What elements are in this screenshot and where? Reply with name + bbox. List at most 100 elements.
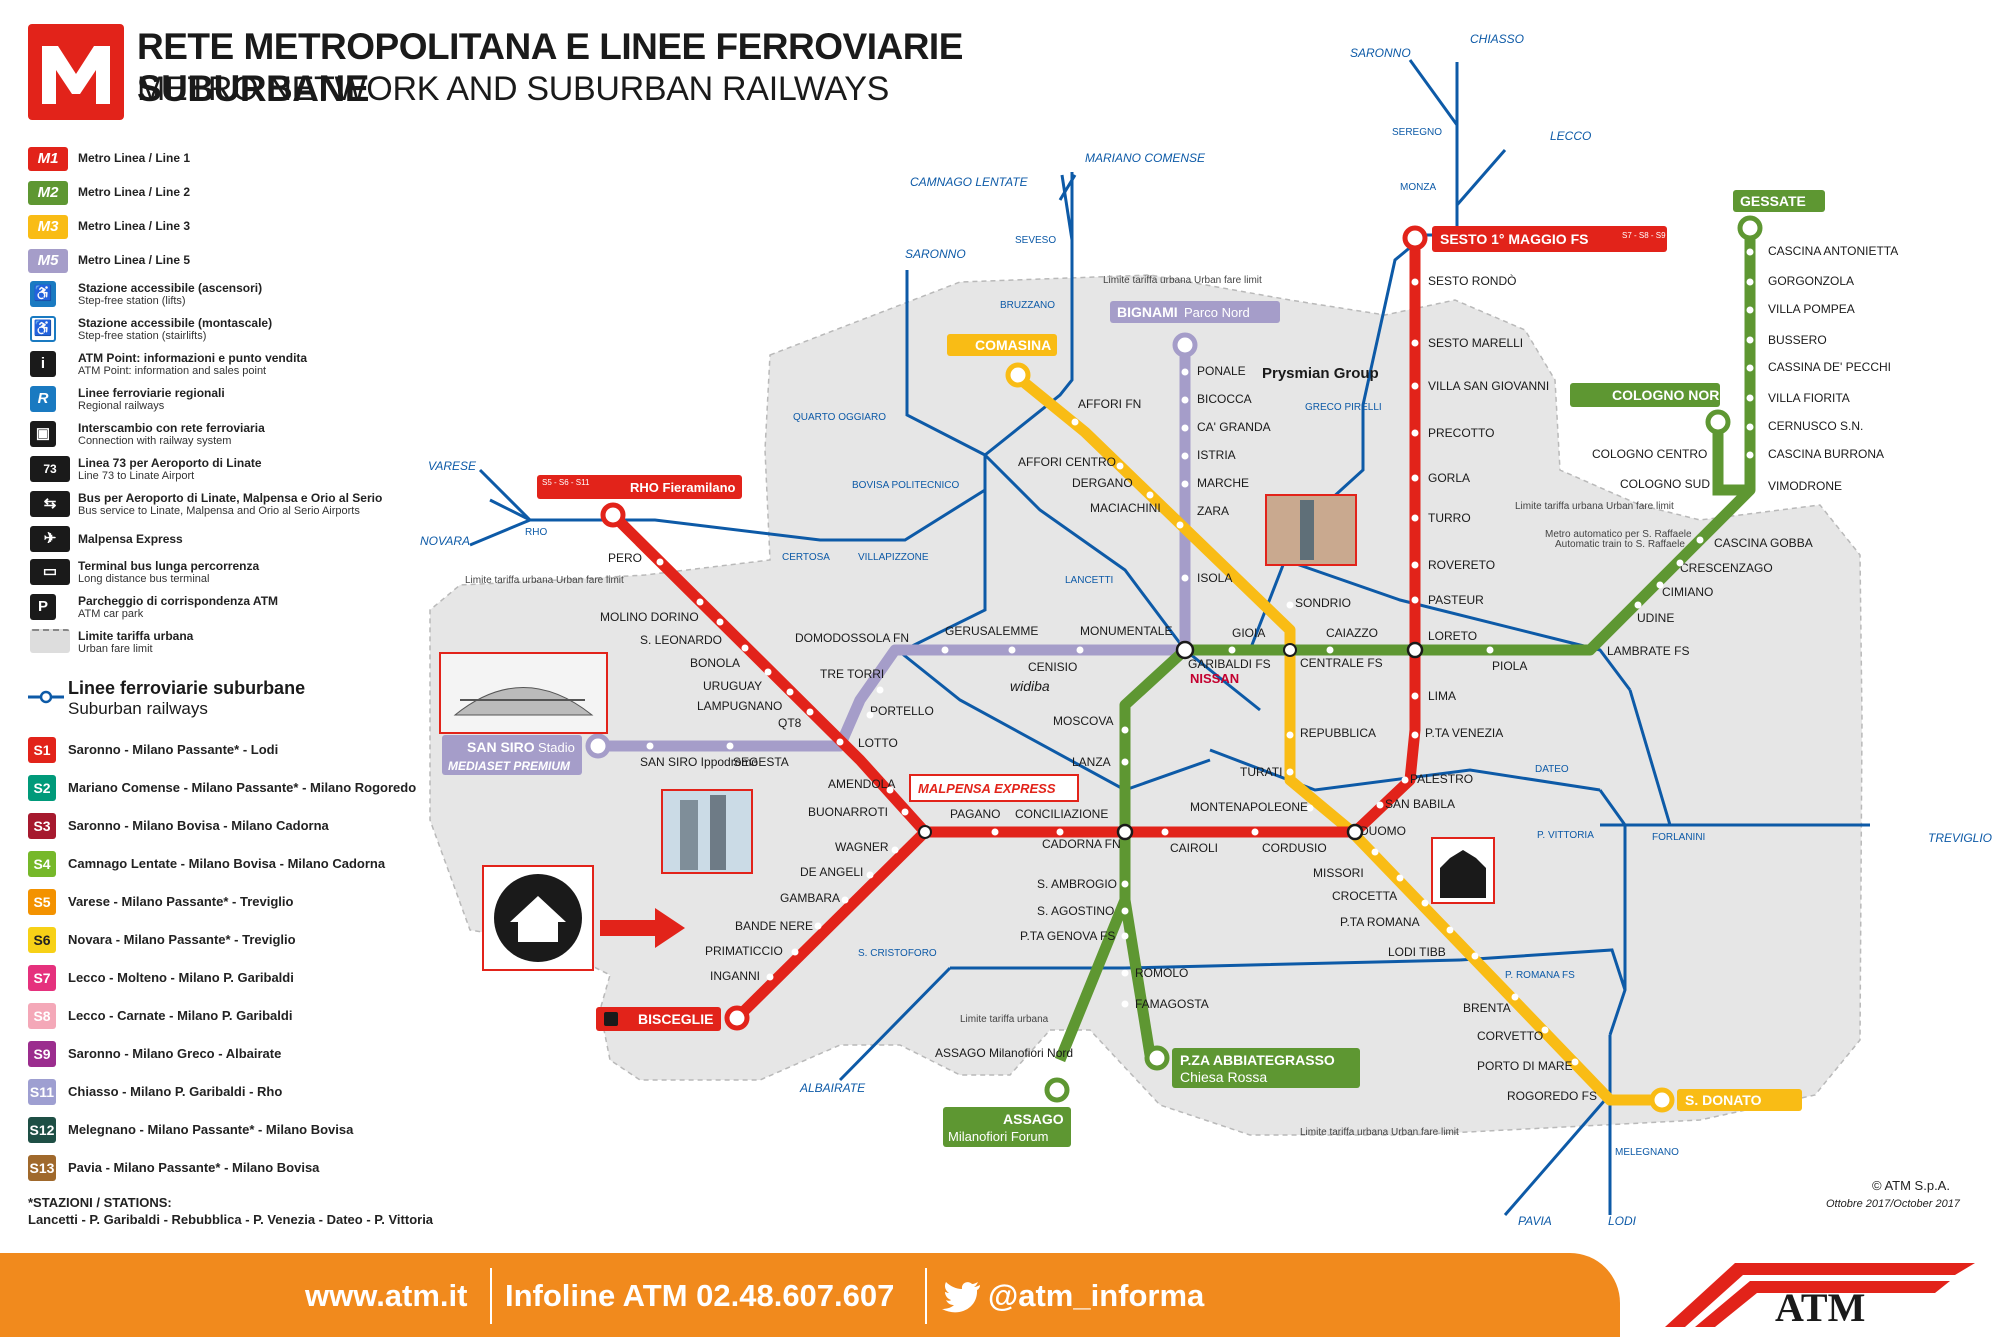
station-udine[interactable]: UDINE	[1637, 611, 1674, 625]
station-rho[interactable]: RHO	[525, 527, 547, 538]
twitter-handle[interactable]: @atm_informa	[988, 1278, 1205, 1313]
station-gorla[interactable]: GORLA	[1428, 471, 1470, 485]
m2-terminal-label-assago[interactable]: ASSAGO Milanofiori Forum	[943, 1107, 1071, 1147]
station-melegnano[interactable]: MELEGNANO	[1615, 1147, 1679, 1158]
station-repubblica[interactable]: REPUBBLICA	[1300, 726, 1376, 740]
station-bruzzano[interactable]: BRUZZANO	[1000, 300, 1055, 311]
station-uruguay[interactable]: URUGUAY	[703, 679, 762, 693]
terminal-bignami[interactable]	[1172, 332, 1198, 358]
station-romolo[interactable]: ROMOLO	[1135, 966, 1188, 980]
m1-terminal-label-sesto[interactable]: SESTO 1° MAGGIO FS S7 - S8 - S9 - S11	[1432, 226, 1687, 252]
terminal-bisceglie[interactable]	[724, 1005, 750, 1031]
m1-terminal-label-rho[interactable]: RHO Fieramilano S5 - S6 - S11	[537, 475, 742, 499]
terminal-sesto[interactable]	[1402, 225, 1428, 251]
station-bovisa-politecnico[interactable]: BOVISA POLITECNICO	[852, 480, 959, 491]
station-villa-pompea[interactable]: VILLA POMPEA	[1768, 302, 1855, 316]
station-cimiano[interactable]: CIMIANO	[1662, 585, 1713, 599]
station-lancetti[interactable]: LANCETTI	[1065, 575, 1113, 586]
station-gerusalemme[interactable]: GERUSALEMME	[945, 624, 1038, 638]
interchange-garibaldi[interactable]	[1175, 640, 1195, 660]
station-istria[interactable]: ISTRIA	[1197, 448, 1236, 462]
station-buonarroti[interactable]: BUONARROTI	[808, 805, 888, 819]
station-p-vittoria[interactable]: P. VITTORIA	[1537, 830, 1594, 841]
station-dergano[interactable]: DERGANO	[1072, 476, 1133, 490]
m1-terminal-label-bisceglie[interactable]: BISCEGLIE	[596, 1007, 721, 1031]
station-ca-granda[interactable]: CA' GRANDA	[1197, 420, 1271, 434]
station-inganni[interactable]: INGANNI	[710, 969, 760, 983]
station-de-angeli[interactable]: DE ANGELI	[800, 865, 863, 879]
station-maciachini[interactable]: MACIACHINI	[1090, 501, 1161, 515]
station-greco-pirelli[interactable]: GRECO PIRELLI	[1305, 402, 1382, 413]
station-quarto-oggiaro[interactable]: QUARTO OGGIARO	[793, 412, 886, 423]
station-dateo[interactable]: DATEO	[1535, 764, 1569, 775]
terminal-cologno[interactable]	[1705, 409, 1731, 435]
m2-terminal-label-gessate[interactable]: GESSATE	[1733, 190, 1825, 212]
station-palestro[interactable]: PALESTRO	[1410, 772, 1473, 786]
station-villa-fiorita[interactable]: VILLA FIORITA	[1768, 391, 1850, 405]
station-bonola[interactable]: BONOLA	[690, 656, 740, 670]
m3-terminal-label-comasina[interactable]: COMASINA	[947, 334, 1057, 356]
terminal-abbiategrasso[interactable]	[1144, 1045, 1170, 1071]
station-tre-torri[interactable]: TRE TORRI	[820, 667, 884, 681]
station-san-babila[interactable]: SAN BABILA	[1385, 797, 1455, 811]
station-caiazzo[interactable]: CAIAZZO	[1326, 626, 1378, 640]
station-villa-san-giovanni[interactable]: VILLA SAN GIOVANNI	[1428, 379, 1549, 393]
interchange-cadorna[interactable]	[1116, 823, 1134, 841]
station-bande-nere[interactable]: BANDE NERE	[735, 919, 813, 933]
station-moscova[interactable]: MOSCOVA	[1053, 714, 1113, 728]
station-centrale-fs[interactable]: CENTRALE FS	[1300, 656, 1383, 670]
station-ponale[interactable]: PONALE	[1197, 364, 1246, 378]
station-duomo[interactable]: DUOMO	[1360, 824, 1406, 838]
station-isola[interactable]: ISOLA	[1197, 571, 1232, 585]
station-brenta[interactable]: BRENTA	[1463, 1001, 1511, 1015]
station-piola[interactable]: PIOLA	[1492, 659, 1527, 673]
station-domodossola-fn[interactable]: DOMODOSSOLA FN	[795, 631, 909, 645]
station-gambara[interactable]: GAMBARA	[780, 891, 840, 905]
m5-terminal-label-sansiro[interactable]: SAN SIRO Stadio MEDIASET PREMIUM	[442, 735, 582, 775]
station-lotto[interactable]: LOTTO	[858, 736, 898, 750]
station-pta-venezia[interactable]: P.TA VENEZIA	[1425, 726, 1503, 740]
interchange-pagano[interactable]	[918, 825, 932, 839]
interchange-centrale[interactable]	[1283, 643, 1297, 657]
station-certosa[interactable]: CERTOSA	[782, 552, 830, 563]
website-link[interactable]: www.atm.it	[305, 1278, 468, 1313]
m2-terminal-label-cologno[interactable]: COLOGNO NORD	[1570, 383, 1729, 407]
station-assago-milanofiori-nord[interactable]: ASSAGO Milanofiori Nord	[935, 1046, 1073, 1060]
station-amendola[interactable]: AMENDOLA	[828, 777, 895, 791]
station-conciliazione[interactable]: CONCILIAZIONE	[1015, 807, 1108, 821]
station-seregno[interactable]: SEREGNO	[1392, 127, 1442, 138]
m2-terminal-label-abbiategrasso[interactable]: P.ZA ABBIATEGRASSO Chiesa Rossa	[1172, 1048, 1360, 1088]
station-pta-genova-fs[interactable]: P.TA GENOVA FS	[1020, 929, 1115, 943]
station-seveso[interactable]: SEVESO	[1015, 235, 1056, 246]
station-montenapoleone[interactable]: MONTENAPOLEONE	[1190, 800, 1308, 814]
station-rovereto[interactable]: ROVERETO	[1428, 558, 1495, 572]
station-cordusio[interactable]: CORDUSIO	[1262, 841, 1327, 855]
station-crescenzago[interactable]: CRESCENZAGO	[1680, 561, 1773, 575]
station-qt8[interactable]: QT8	[778, 716, 802, 730]
station-cologno-centro[interactable]: COLOGNO CENTRO	[1592, 447, 1707, 461]
m3-terminal-label-sandonato[interactable]: S. DONATO	[1677, 1089, 1802, 1111]
interchange-loreto[interactable]	[1406, 641, 1424, 659]
station-molino-dorino[interactable]: MOLINO DORINO	[600, 610, 699, 624]
station-marche[interactable]: MARCHE	[1197, 476, 1249, 490]
station-p-romana-fs[interactable]: P. ROMANA FS	[1505, 970, 1575, 981]
station-porto-di-mare[interactable]: PORTO DI MARE	[1477, 1059, 1573, 1073]
station-turati[interactable]: TURATI	[1240, 765, 1282, 779]
station-rogoredo-fs[interactable]: ROGOREDO FS	[1507, 1089, 1597, 1103]
station-cologno-sud[interactable]: COLOGNO SUD	[1620, 477, 1710, 491]
station-lanza[interactable]: LANZA	[1072, 755, 1111, 769]
station-sondrio[interactable]: SONDRIO	[1295, 596, 1351, 610]
station-sesto-rondo[interactable]: SESTO RONDÒ	[1428, 273, 1516, 288]
station-crocetta[interactable]: CROCETTA	[1332, 889, 1397, 903]
m5-terminal-label-bignami[interactable]: BIGNAMI Parco Nord	[1110, 301, 1280, 323]
station-monumentale[interactable]: MONUMENTALE	[1080, 624, 1172, 638]
interchange-duomo[interactable]	[1346, 823, 1364, 841]
station-lampugnano[interactable]: LAMPUGNANO	[697, 699, 782, 713]
station-garibaldi-fs[interactable]: GARIBALDI FS	[1188, 657, 1271, 671]
station-s-agostino[interactable]: S. AGOSTINO	[1037, 904, 1114, 918]
station-zara[interactable]: ZARA	[1197, 504, 1229, 518]
terminal-sandonato[interactable]	[1649, 1087, 1675, 1113]
station-corvetto[interactable]: CORVETTO	[1477, 1029, 1543, 1043]
station-loreto[interactable]: LORETO	[1428, 629, 1477, 643]
station-pta-romana[interactable]: P.TA ROMANA	[1340, 915, 1420, 929]
